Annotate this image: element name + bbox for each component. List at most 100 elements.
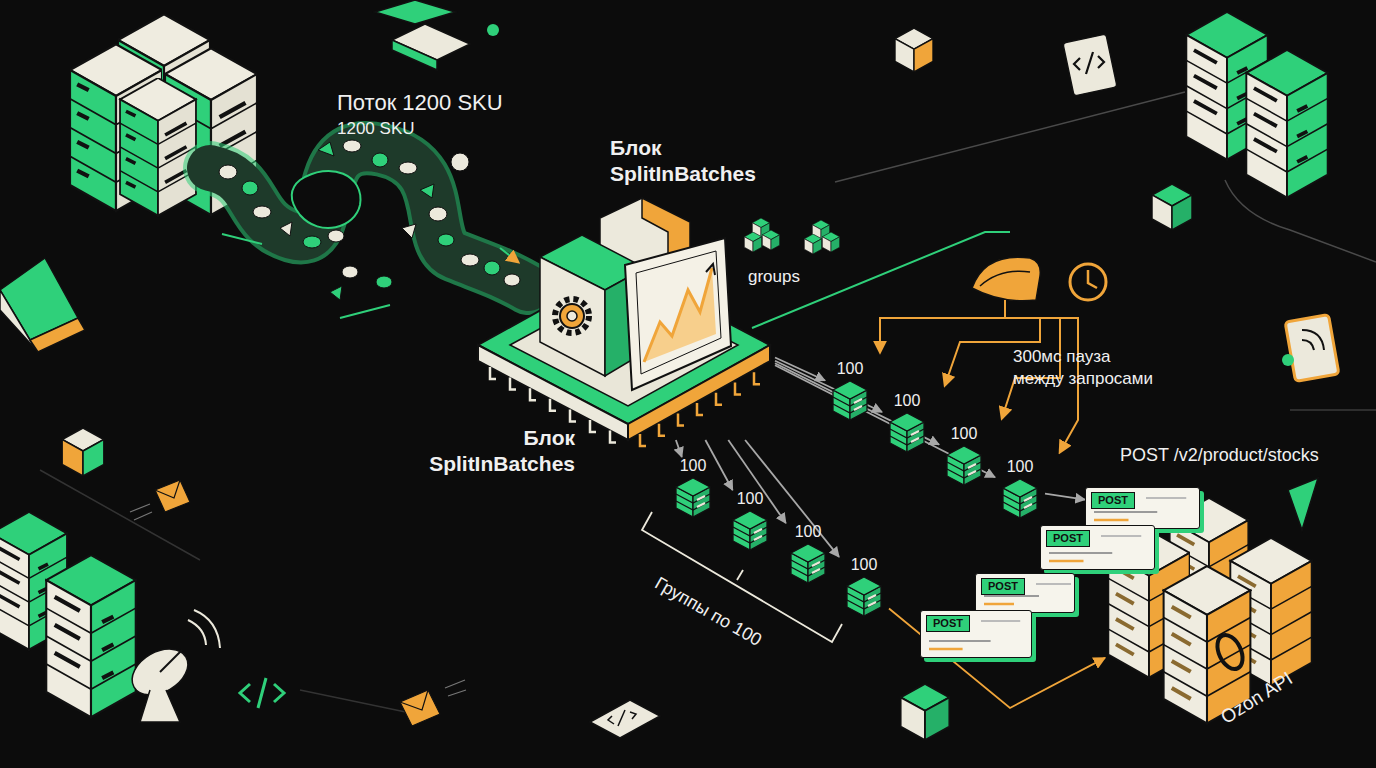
pause-arrows [880,300,1005,352]
source-servers [120,78,196,216]
node-label: 100 [668,457,718,475]
batch-stack: 100 [668,457,718,521]
split-in-batches-chip-art [555,299,589,333]
batch-stack-art [968,464,976,475]
post-request-card-art [1146,497,1186,499]
node-label: 100 [882,392,932,410]
post-request-card: POST [920,610,1032,658]
signal-card [1302,330,1324,350]
ozon-api-servers-art [1212,631,1247,673]
envelope-icon [130,504,152,520]
post-request-card: POST [1085,487,1200,529]
post-request-card-art [984,595,1039,597]
sku-stream [342,266,358,278]
thin-wire [1290,409,1376,411]
split-in-batches-chip-art [490,367,496,379]
remote-servers [1246,50,1327,197]
group-cubes [804,234,821,254]
signal-card [1285,315,1339,382]
batch-stack-art [697,496,705,507]
batch-stack-art [676,478,710,517]
connector-arrow [889,609,1105,709]
sku-stream [504,274,520,286]
batch-stack-art [947,462,981,478]
connector-arrow [705,440,732,490]
batch-stack: 100 [839,556,889,620]
group-bracket [737,570,743,580]
split-in-batches-chip-art [716,393,722,405]
sku-stream [210,140,528,318]
satellite-dish [124,610,220,722]
group-cubes [744,218,839,254]
batch-stack: 100 [725,490,775,554]
sku-stream [219,140,520,300]
decor-cube [30,318,85,352]
post-request-card-art [1094,519,1129,522]
batch-stack-art [791,544,825,583]
sku-stream [402,224,416,238]
node-sublabel: Блок SplitInBatches [405,425,575,477]
decor-cube [901,684,950,740]
split-in-batches-chip-art [590,420,596,432]
split-in-batches-chip-art [644,268,716,362]
node-label: Блок SplitInBatches [610,135,800,187]
split-in-batches-chip-art [644,268,712,362]
node-label: 100 [825,360,875,378]
decor-cube [1152,184,1192,230]
batch-stack-art [847,593,881,609]
split-in-batches-chip-art [636,251,721,374]
post-request-card-art [981,620,1020,622]
split-in-batches-chip-art [678,413,684,425]
decor-cube [375,0,455,24]
sku-stream [461,254,479,266]
split-in-batches-chip-art [697,403,703,415]
stream-title: Поток 1200 SKU [337,88,503,117]
signal-card [1282,315,1339,382]
sku-stream [420,184,434,198]
batch-stack-art [947,446,981,464]
groups-note: groups [748,266,800,288]
connector-arrow [728,440,786,523]
sku-stream [318,142,334,156]
sku-stream [376,276,392,288]
batch-stack-art [676,478,710,496]
post-request-card-art [929,648,963,651]
envelope-icon [445,680,466,696]
envelope-icon [400,690,428,710]
batch-stack-art [854,399,862,410]
batch-stack-art [733,511,767,550]
batch-stack-art [1003,479,1037,518]
post-request-card-art [1094,511,1157,513]
split-in-batches-chip-art [530,388,536,400]
batch-stack: 100 [939,425,989,489]
node-label: 100 [995,458,1045,476]
connector-arrow [1045,494,1085,500]
batch-stack-art [812,562,820,573]
split-in-batches-chip-art [735,383,741,395]
split-in-batches-chip: Блок SplitInBatchesБлок SplitInBatches [470,135,775,440]
envelope-icon [130,480,466,726]
timer-bell [980,271,1030,286]
sku-stream [343,140,361,152]
node-label: POST [926,615,970,632]
batch-stack-art [833,381,867,399]
satellite-dish [188,610,220,648]
sku-stream [222,234,518,318]
sku-stream [210,148,528,288]
sku-stream [484,261,500,275]
post-request-card: POST [1040,525,1155,570]
batch-stack-art [754,529,762,540]
sku-stream [303,236,321,248]
satellite-dish [140,690,180,722]
batch-stack-art [847,577,881,616]
sku-stream [451,153,469,171]
batch-stack-art [847,577,881,595]
sku-stream [328,230,344,242]
timer-bell [1070,264,1106,300]
code-icon [608,710,636,726]
timer-bell [972,257,1040,301]
decor-cube [487,24,499,36]
batch-stack-art [1003,495,1037,511]
batch-stack-art [947,446,981,485]
sku-stream [372,153,388,167]
